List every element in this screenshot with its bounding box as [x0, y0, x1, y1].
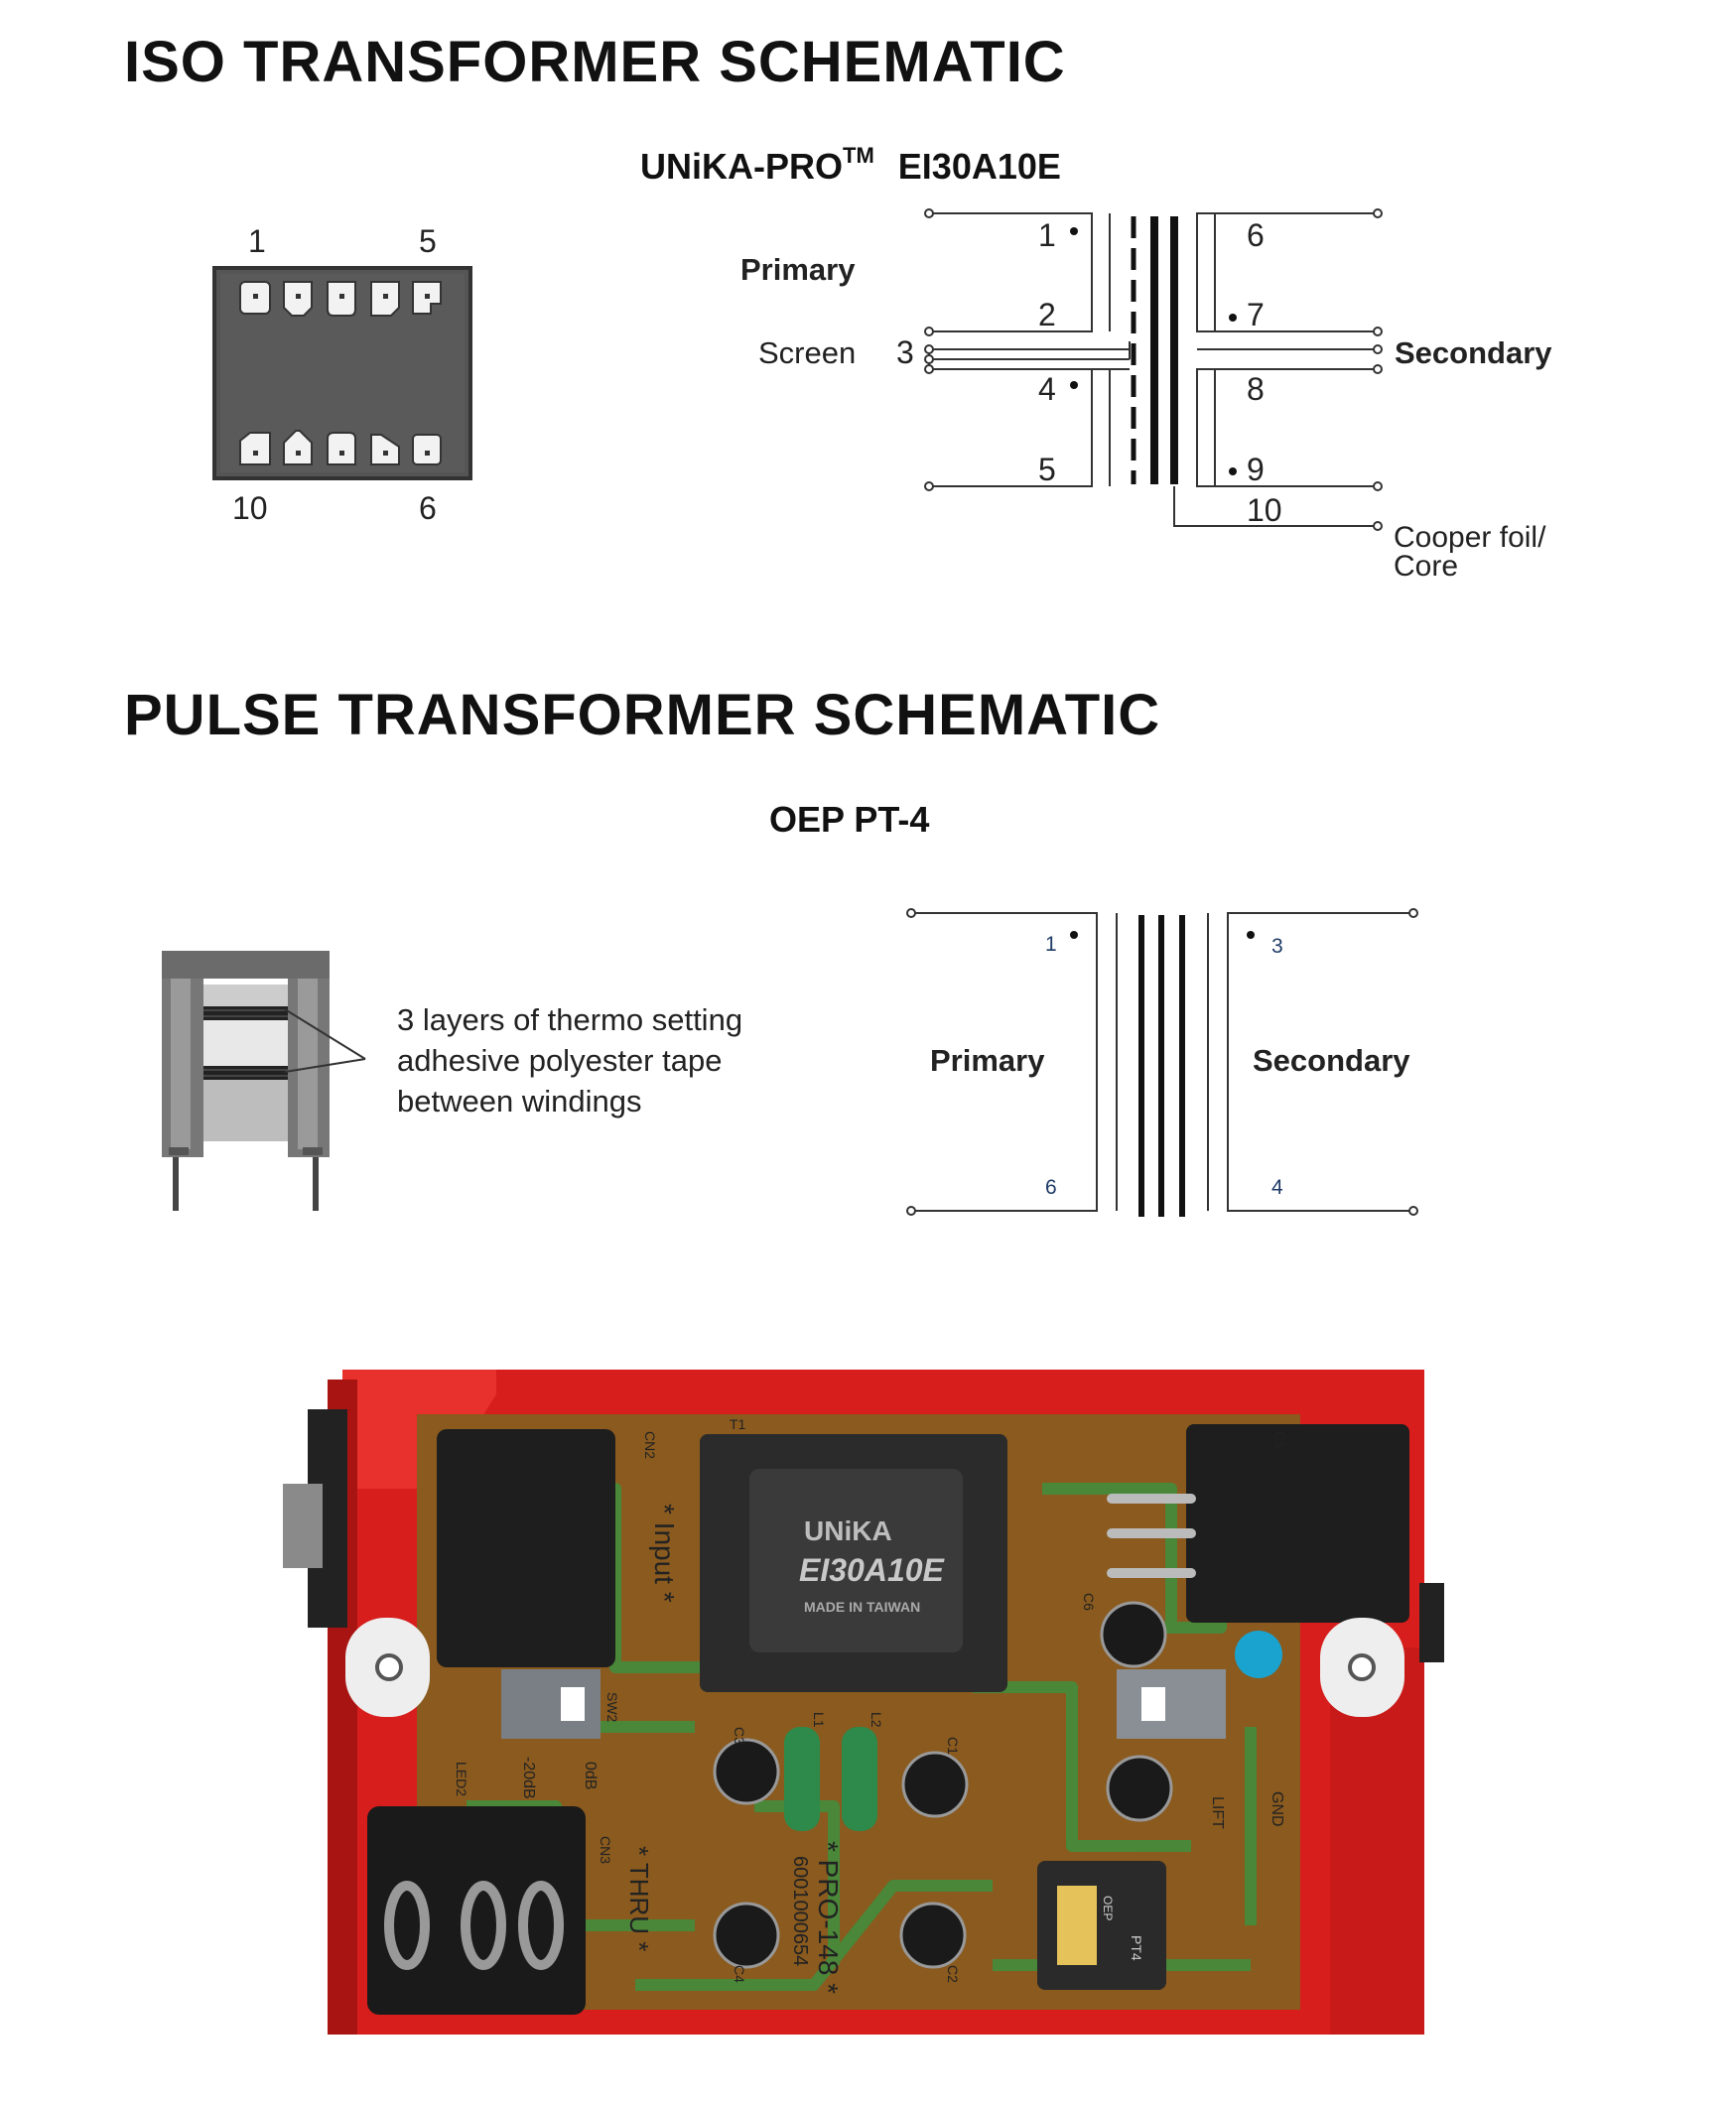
pulse-note-line-1: 3 layers of thermo setting: [397, 1002, 742, 1037]
product-photo: UNiKA EI30A10E MADE IN TAIWAN PT4 OEP * …: [283, 1370, 1444, 2035]
iso-pin-9: 9: [1247, 452, 1265, 487]
iso-pin-2: 2: [1038, 297, 1056, 332]
iso-pin-3: 3: [896, 334, 914, 370]
pulse-pin-1: 1: [1045, 933, 1057, 956]
bobbin-drawing: [162, 951, 366, 1211]
silk-c4: C4: [732, 1965, 747, 1983]
iso-package: [212, 266, 472, 480]
silk-20db: -20dB: [520, 1757, 537, 1799]
silk-c5: C5: [1272, 1431, 1288, 1449]
pulse-note-line-3: between windings: [397, 1084, 641, 1118]
pulse-diagram: 3 layers of thermo setting adhesive poly…: [162, 908, 1418, 1217]
silk-input: * Input *: [649, 1504, 680, 1603]
package-pin-6: 6: [419, 490, 437, 526]
silk-c1: C1: [945, 1737, 961, 1755]
iso-pin-1: 1: [1038, 217, 1056, 253]
package-pin-5: 5: [419, 223, 437, 259]
xlr-thru-connector: [1186, 1424, 1409, 1623]
iso-pin-6: 6: [1247, 217, 1265, 253]
silk-c3: C3: [732, 1727, 747, 1745]
transformer-origin: MADE IN TAIWAN: [804, 1599, 920, 1615]
pulse-secondary-label: Secondary: [1253, 1043, 1410, 1078]
pulse-primary-label: Primary: [930, 1043, 1045, 1078]
iso-screen-label: Screen: [758, 335, 856, 370]
iso-pin-4: 4: [1038, 371, 1056, 407]
status-led: [1235, 1631, 1282, 1678]
iso-pin-8: 8: [1247, 371, 1265, 407]
silk-part: 6001000654: [789, 1856, 811, 1966]
silk-cn2: CN2: [642, 1431, 658, 1459]
pulse-pin-6: 6: [1045, 1176, 1057, 1199]
silk-cn3: CN3: [598, 1836, 613, 1864]
iso-foil-label-1: Cooper foil/: [1394, 521, 1546, 554]
silk-board: * PRO-148 *: [813, 1841, 844, 1994]
transformer-brand: UNiKA: [804, 1515, 892, 1546]
silk-thru: * THRU *: [624, 1846, 654, 1951]
silk-0db: 0dB: [582, 1762, 599, 1789]
iso-model-title: UNiKA-PROTM EI30A10E: [640, 145, 1061, 187]
iso-pin-5: 5: [1038, 452, 1056, 487]
silk-t1: T1: [730, 1416, 746, 1432]
pulse-note-line-2: adhesive polyester tape: [397, 1043, 722, 1078]
transformer-model: EI30A10E: [799, 1552, 946, 1588]
silk-sw2: SW2: [604, 1692, 620, 1723]
pulse-heading: PULSE TRANSFORMER SCHEMATIC: [124, 683, 1161, 747]
oep-label: OEP: [1101, 1896, 1115, 1920]
pulse-transformer: [1037, 1861, 1166, 1990]
xlr-input-connector: [437, 1429, 615, 1667]
pad-switch: [501, 1669, 601, 1739]
silk-led2: LED2: [454, 1762, 469, 1796]
silk-c2: C2: [945, 1965, 961, 1983]
package-pin-10: 10: [232, 490, 268, 526]
silk-gnd: GND: [1269, 1791, 1285, 1827]
iso-foil-label-2: Core: [1394, 550, 1458, 583]
iso-model-tm: TM: [843, 143, 874, 168]
iso-pin-10: 10: [1247, 492, 1282, 528]
iso-heading: ISO TRANSFORMER SCHEMATIC: [124, 30, 1066, 94]
silk-lift: LIFT: [1209, 1796, 1226, 1829]
pulse-model-title: OEP PT-4: [769, 799, 930, 840]
silk-c6: C6: [1081, 1593, 1097, 1611]
package-pin-1: 1: [248, 223, 266, 259]
lift-switch: [1117, 1669, 1226, 1739]
iso-primary-label: Primary: [740, 252, 856, 287]
iso-model-prefix: UNiKA-PRO: [640, 146, 843, 187]
pulse-pin-4: 4: [1271, 1176, 1283, 1199]
iso-pin-7: 7: [1247, 297, 1265, 332]
pt4-label: PT4: [1129, 1935, 1144, 1961]
pulse-pin-3: 3: [1271, 935, 1283, 958]
iso-diagram: 1 5 10 6: [212, 208, 1552, 583]
iso-secondary-label: Secondary: [1395, 335, 1552, 370]
iso-schematic: [928, 212, 1378, 527]
silk-l2: L2: [868, 1712, 884, 1728]
silk-l1: L1: [811, 1712, 827, 1728]
iso-model-code: EI30A10E: [897, 146, 1061, 187]
